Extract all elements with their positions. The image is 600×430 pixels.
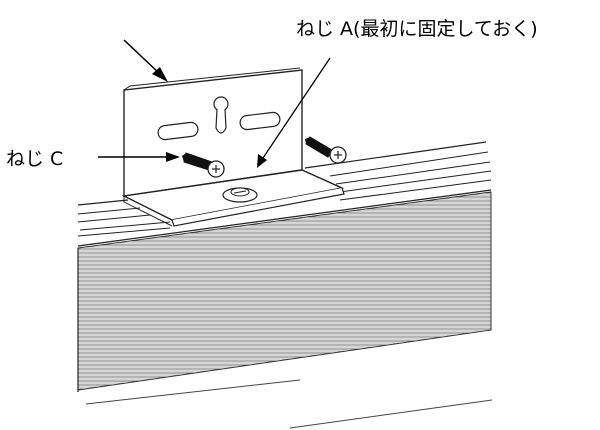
screw-b <box>305 136 347 164</box>
unit-body <box>77 141 493 429</box>
screw-a <box>222 187 258 203</box>
arrow-screw-a <box>257 57 331 168</box>
grille-panel <box>77 191 492 391</box>
arrow-screw-c <box>98 152 180 162</box>
arrow-bracket <box>123 39 168 82</box>
screw-c <box>182 152 225 178</box>
screw-a-label: ねじ A(最初に固定しておく) <box>296 18 538 40</box>
screw-c-label: ねじ C <box>6 148 64 170</box>
